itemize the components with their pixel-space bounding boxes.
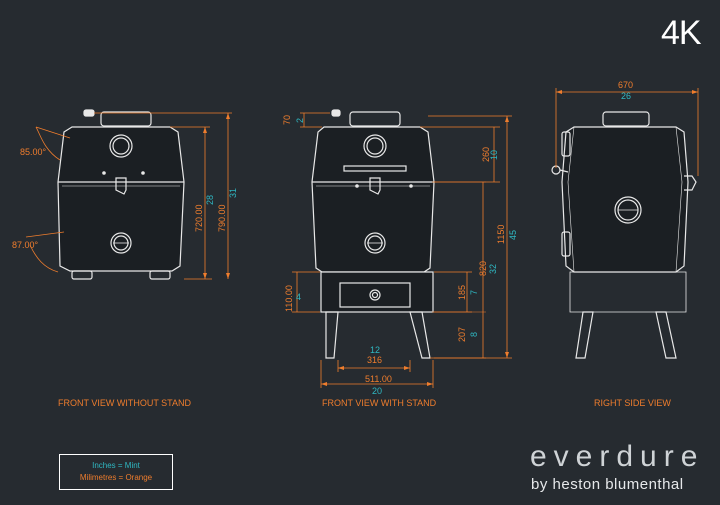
drawer2-mm-label: 185 xyxy=(457,285,467,300)
brand-tagline: by heston blumenthal xyxy=(531,476,684,493)
total-height-mm-label: 790.00 xyxy=(217,204,227,232)
angle-top-label: 85.00° xyxy=(20,147,47,157)
grill-front-with-stand xyxy=(311,109,435,359)
view-label-front-with-stand: FRONT VIEW WITH STAND xyxy=(322,398,437,408)
resolution-badge: 4K xyxy=(661,14,702,52)
leg-gap-mm-label: 316 xyxy=(367,355,382,365)
view-label-right-side: RIGHT SIDE VIEW xyxy=(594,398,671,408)
legend-inches: Inches = Mint xyxy=(92,461,140,470)
body-in-label: 32 xyxy=(488,264,498,274)
legend-millimetres: Milimetres = Orange xyxy=(79,473,153,482)
depth-in-label: 26 xyxy=(621,91,631,101)
depth-mm-label: 670 xyxy=(618,80,633,90)
drawer2-in-label: 7 xyxy=(469,290,479,295)
width-in-label: 20 xyxy=(372,386,382,396)
view-label-front-no-stand: FRONT VIEW WITHOUT STAND xyxy=(58,398,191,408)
drawer-mm-label: 110.00 xyxy=(284,285,294,312)
grill-front-without-stand xyxy=(57,109,185,280)
top-in-label: 2 xyxy=(295,118,305,123)
leg-in-label: 8 xyxy=(469,332,479,337)
leg-gap-in-label: 12 xyxy=(370,345,380,355)
body-mm-label: 820 xyxy=(478,261,488,276)
height-mm-label: 720.00 xyxy=(194,204,204,232)
lid-in-label: 10 xyxy=(489,150,499,160)
total-in-label: 45 xyxy=(508,230,518,240)
drawer-in-label: 4 xyxy=(296,292,301,302)
total-height-in-label: 31 xyxy=(228,188,238,198)
grill-right-side xyxy=(551,111,697,359)
dimension-lines xyxy=(25,88,699,388)
leg-mm-label: 207 xyxy=(457,327,467,342)
width-mm-label: 511.00 xyxy=(365,374,392,384)
brand-logo: everdure xyxy=(530,440,705,473)
top-mm-label: 70 xyxy=(282,115,292,125)
height-in-label: 28 xyxy=(205,195,215,205)
total-mm-label: 1150 xyxy=(496,225,506,244)
unit-legend: Inches = Mint Milimetres = Orange xyxy=(59,454,173,490)
lid-mm-label: 260 xyxy=(481,147,491,162)
angle-bottom-label: 87.00° xyxy=(12,240,39,250)
dimension-arrows xyxy=(203,90,698,386)
